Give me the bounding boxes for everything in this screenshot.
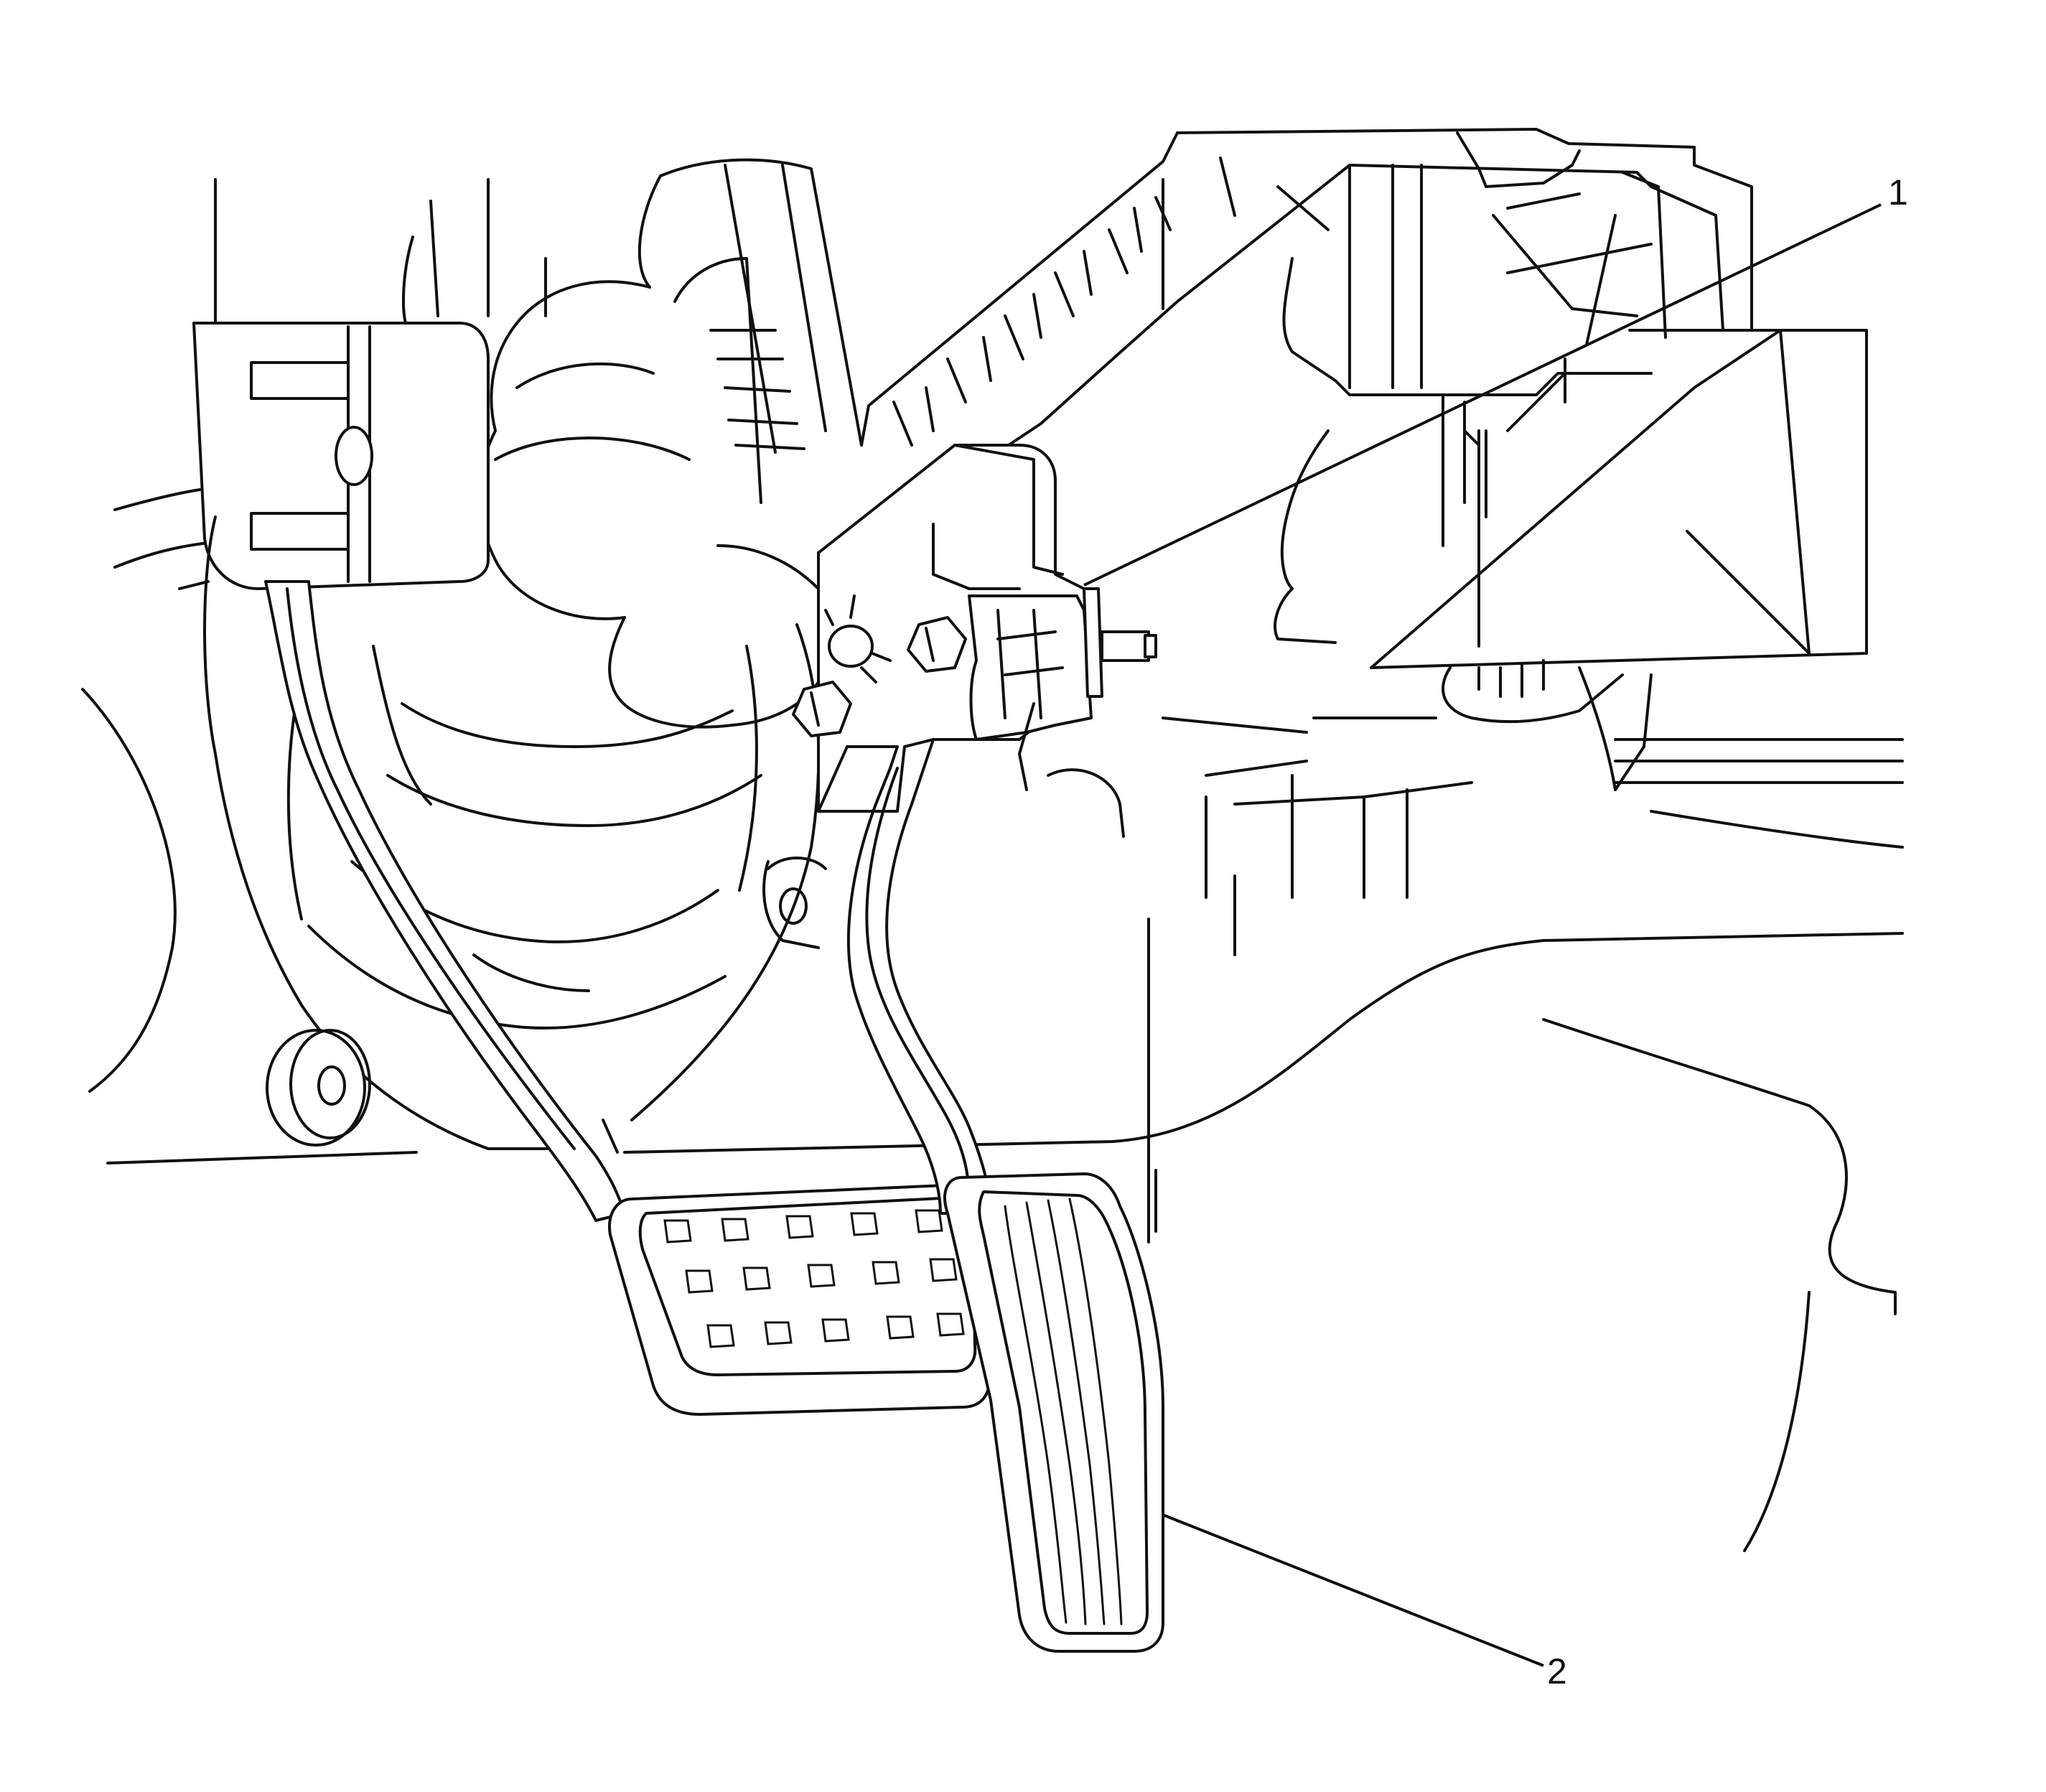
accelerator-pedal-arm [792, 444, 1157, 1215]
accelerator-pedal-pad [943, 1172, 1164, 1653]
mounting-bolt [792, 681, 852, 737]
column-support-housing [860, 128, 1868, 791]
retaining-clip [824, 594, 892, 683]
mounting-bolt [907, 616, 967, 673]
callout-2-leader-line [1162, 1513, 1544, 1667]
brake-pedal-pad [608, 1183, 992, 1416]
callout-1-label: 1 [1888, 172, 1908, 213]
callout-1: 1 [1083, 172, 1908, 587]
callout-2: 2 [1162, 1513, 1567, 1691]
steering-column-boot [286, 158, 863, 1154]
callout-2-label: 2 [1547, 1651, 1567, 1691]
bracket-mounting-hole [762, 857, 827, 949]
brake-pad-tread-pattern [663, 1209, 965, 1348]
background-structure [81, 178, 1904, 1552]
brake-pedal-arm [264, 580, 626, 1222]
pedal-pivot-bracket [178, 322, 561, 1150]
callout-1-leader-line [1083, 203, 1882, 587]
bushing [266, 1029, 371, 1147]
